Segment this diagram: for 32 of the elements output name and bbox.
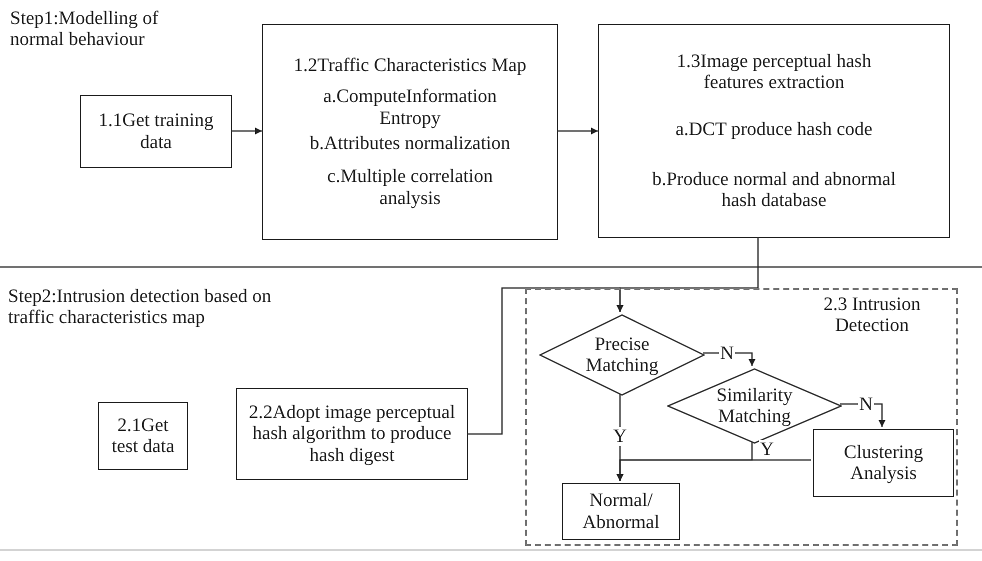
list-item: a.DCT produce hash code — [676, 119, 872, 141]
step-heading: Step1:Modelling of normal behaviour — [10, 8, 160, 51]
arrow — [840, 403, 886, 427]
process-box — [813, 429, 954, 497]
node-text: 1.3Image perceptual hash features extraction — [676, 50, 872, 94]
node-text: 2.2Adopt image perceptual hash algorithm to produce hash digest — [248, 402, 456, 466]
node-text: Similarity Matching — [716, 384, 794, 428]
arrow — [616, 459, 811, 481]
node-text: Clustering Analysis — [842, 442, 924, 484]
group-title: 2.3 Intrusion Detection — [822, 294, 922, 337]
arrow — [468, 287, 624, 435]
node-text: Normal/ Abnormal — [581, 490, 661, 533]
list-item: b.Attributes normalization — [310, 133, 510, 154]
arrow — [558, 128, 598, 134]
node-text: Precise Matching — [584, 334, 660, 376]
process-box — [598, 24, 950, 238]
edge-label: Y — [612, 426, 628, 446]
node-text: 2.1Get test data — [110, 414, 176, 458]
list-item: c.Multiple correlation analysis — [326, 166, 494, 209]
node-text: 1.2Traffic Characteristics Map — [294, 55, 526, 76]
node-text: 1.1Get training data — [97, 110, 215, 153]
arrow — [703, 352, 756, 366]
decision-diamond — [667, 368, 842, 444]
process-box — [98, 402, 188, 470]
step-heading: Step2:Intrusion detection based on traffic characteristics map — [8, 286, 272, 329]
arrow — [232, 128, 262, 134]
process-box — [236, 388, 468, 480]
list-item: b.Produce normal and abnormal hash database — [651, 168, 897, 212]
process-box — [562, 483, 680, 540]
decision-diamond — [539, 314, 705, 396]
process-box — [262, 24, 558, 240]
process-box — [80, 95, 232, 168]
